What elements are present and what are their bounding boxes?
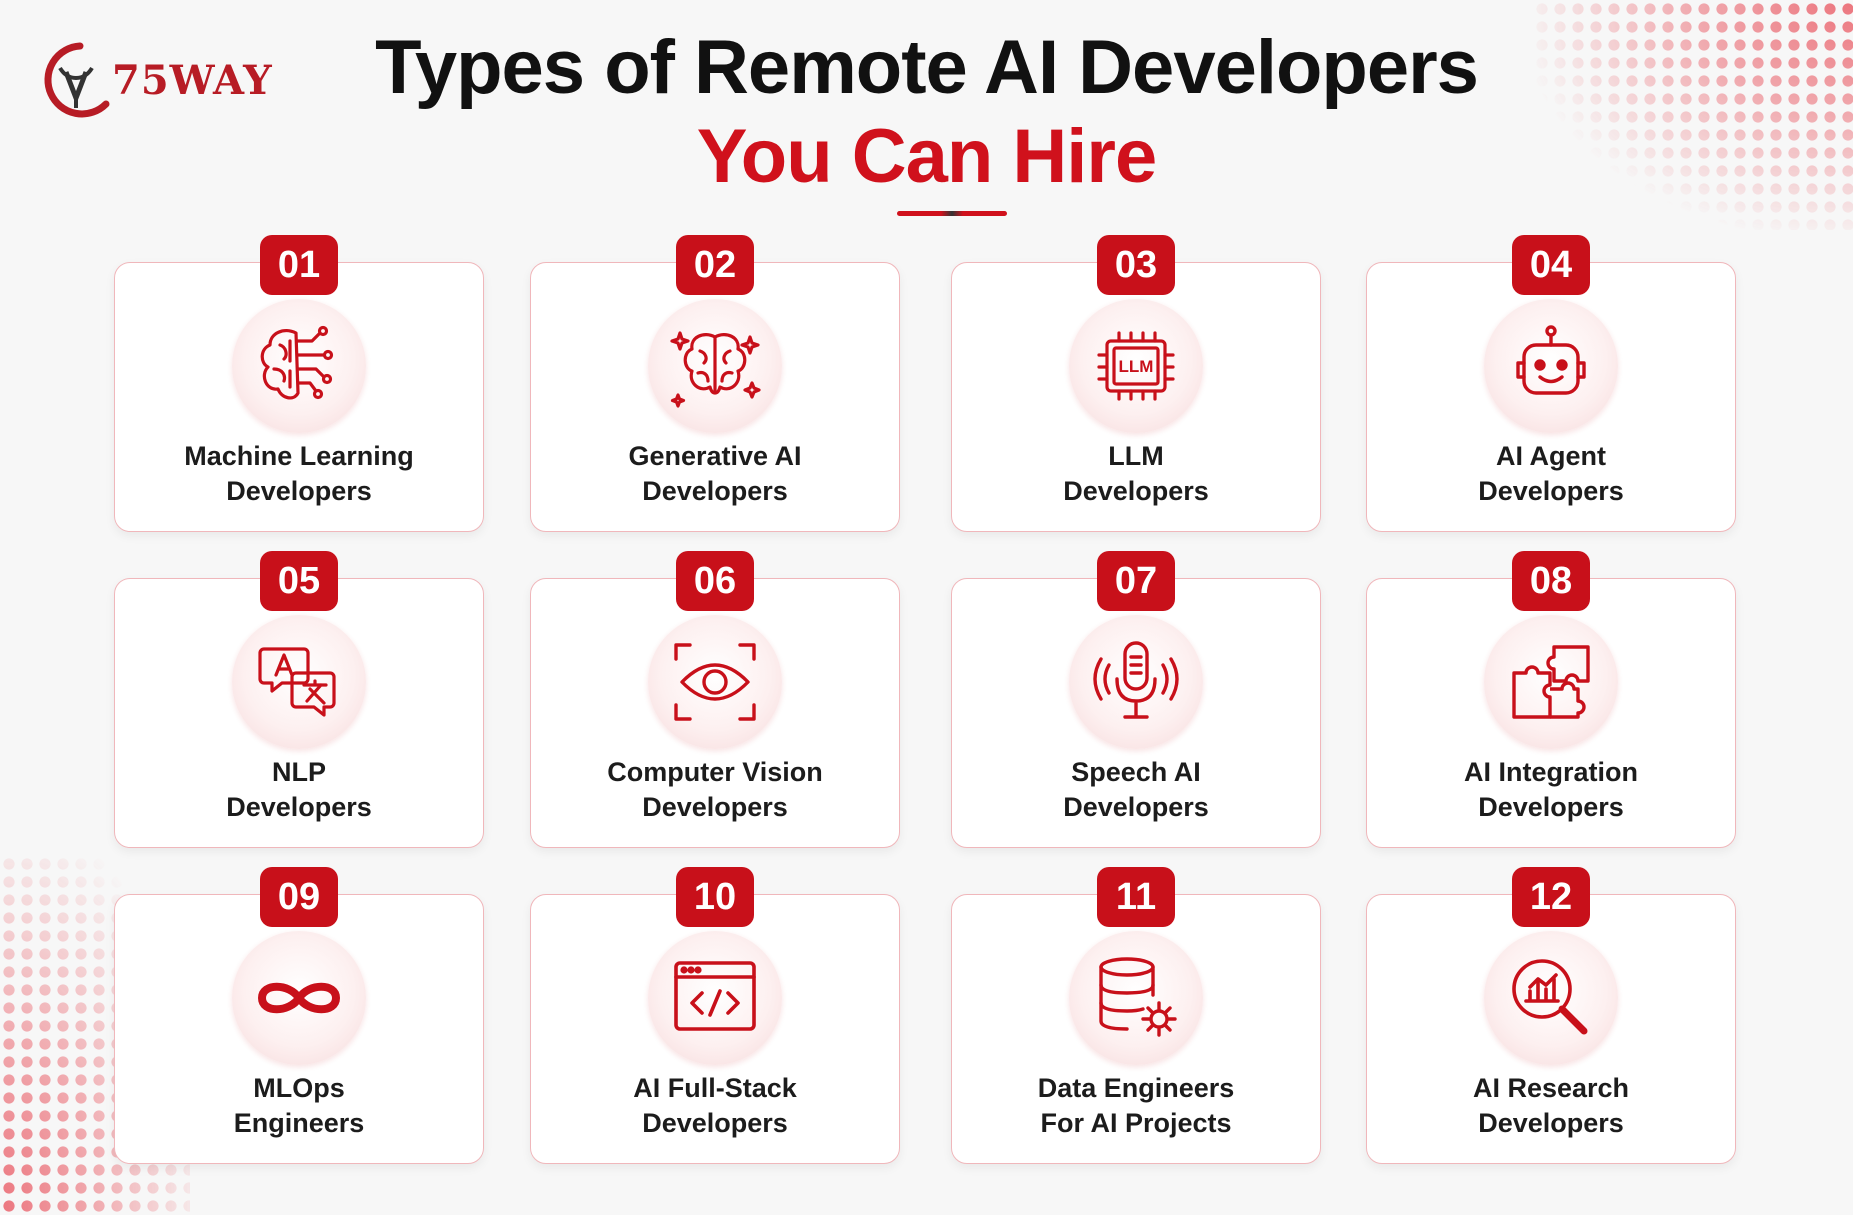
card-ai-agent-developers: 04 AI Agent Developers [1366,235,1736,532]
logo-mark-icon [36,38,116,122]
brain-circuit-icon [260,325,334,400]
card-ai-full-stack-developers: 10 AI Full-Stack Developers [530,867,900,1164]
research-magnifier-icon [1512,959,1588,1035]
card-number-badge: 10 [676,867,754,927]
database-gear-icon [1099,957,1177,1037]
card-label: Generative AI Developers [628,441,802,506]
llm-chip-icon: LLM [1097,331,1175,401]
card-speech-ai-developers: 07 Speech AI Developers [951,551,1321,848]
card-label: Computer Vision Developers [607,757,823,822]
card-label: AI Agent Developers [1478,441,1624,506]
title-line-1: Types of Remote AI Developers [375,25,1479,110]
halftone-decoration-top-right [1533,0,1853,230]
brand-logo: 75WAY [36,38,273,122]
translate-icon [258,647,336,717]
card-label: MLOps Engineers [233,1073,365,1138]
card-number-badge: 01 [260,235,338,295]
brain-sparkle-icon [670,331,761,408]
robot-icon [1516,325,1586,395]
eye-scan-icon [674,643,756,721]
infinity-icon [257,982,341,1014]
card-ai-integration-developers: 08 AI Integration Developers [1366,551,1736,848]
card-data-engineers-for-ai-projects: 11 Data Engineers For AI Projects [951,867,1321,1164]
card-number-badge: 08 [1512,551,1590,611]
card-label: Machine Learning Developers [184,441,414,506]
card-generative-ai-developers: 02 Generative AI Developers [530,235,900,532]
card-label: AI Research Developers [1472,1073,1630,1138]
card-nlp-developers: 05 NLP Developers [114,551,484,848]
card-number-badge: 09 [260,867,338,927]
title-line-2: You Can Hire [696,114,1158,199]
title-underline [897,211,1007,216]
microphone-icon [1093,641,1179,719]
card-machine-learning-developers: 01 Machine Learning Developers [114,235,484,532]
svg-text:LLM: LLM [1119,357,1154,376]
card-mlops-engineers: 09 MLOps Engineers [114,867,484,1164]
card-label: Data Engineers For AI Projects [1037,1073,1235,1138]
card-label: Speech AI Developers [1063,757,1209,822]
card-number-badge: 06 [676,551,754,611]
card-number-badge: 07 [1097,551,1175,611]
card-number-badge: 05 [260,551,338,611]
card-number-badge: 03 [1097,235,1175,295]
puzzle-icon [1512,645,1590,719]
card-number-badge: 02 [676,235,754,295]
card-number-badge: 04 [1512,235,1590,295]
card-llm-developers: 03 LLM LLM Developers [951,235,1321,532]
card-label: AI Full-Stack Developers [633,1073,797,1138]
code-window-icon [674,961,756,1031]
card-computer-vision-developers: 06 Computer Vision Developers [530,551,900,848]
card-label: NLP Developers [226,757,372,822]
card-number-badge: 11 [1097,867,1175,927]
card-number-badge: 12 [1512,867,1590,927]
card-label: AI Integration Developers [1464,757,1638,822]
logo-text: 75WAY [112,56,273,104]
page-title: Types of Remote AI Developers You Can Hi… [0,22,1853,200]
card-label: LLM Developers [1063,441,1209,506]
card-ai-research-developers: 12 AI Research Developers [1366,867,1736,1164]
